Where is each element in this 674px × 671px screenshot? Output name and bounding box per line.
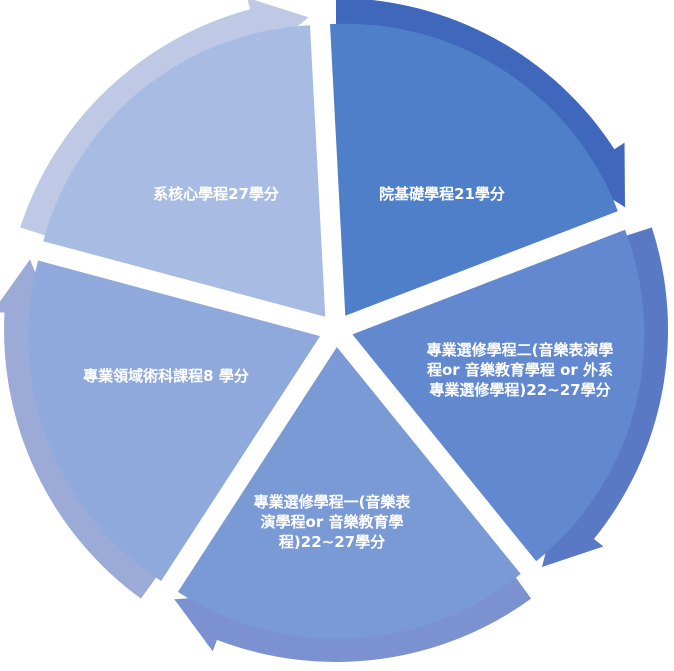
cycle-arrow-department-core bbox=[20, 0, 309, 239]
segment-wedge-elective-program-1 bbox=[177, 347, 521, 639]
cycle-segments bbox=[28, 23, 645, 639]
segment-label-department-core: 系核心學程27學分 bbox=[153, 185, 279, 203]
segment-label-elective-program-1: 專業選修學程一(音樂表演學程or 音樂教育學程)22~27學分 bbox=[253, 493, 411, 551]
segment-wedge-college-foundation bbox=[330, 23, 618, 316]
segment-label-elective-program-2: 專業選修學程二(音樂表演學程or 音樂教育學程 or 外系專業選修學程)22~2… bbox=[426, 341, 614, 399]
segment-label-college-foundation: 院基礎學程21學分 bbox=[379, 185, 505, 203]
segment-wedge-elective-program-2 bbox=[352, 229, 645, 562]
segment-wedge-domain-practical bbox=[28, 260, 321, 581]
segment-label-domain-practical: 專業領域術科課程8 學分 bbox=[83, 367, 249, 385]
cycle-arrow-elective-program-1 bbox=[174, 569, 532, 662]
segment-wedge-department-core bbox=[43, 25, 326, 317]
